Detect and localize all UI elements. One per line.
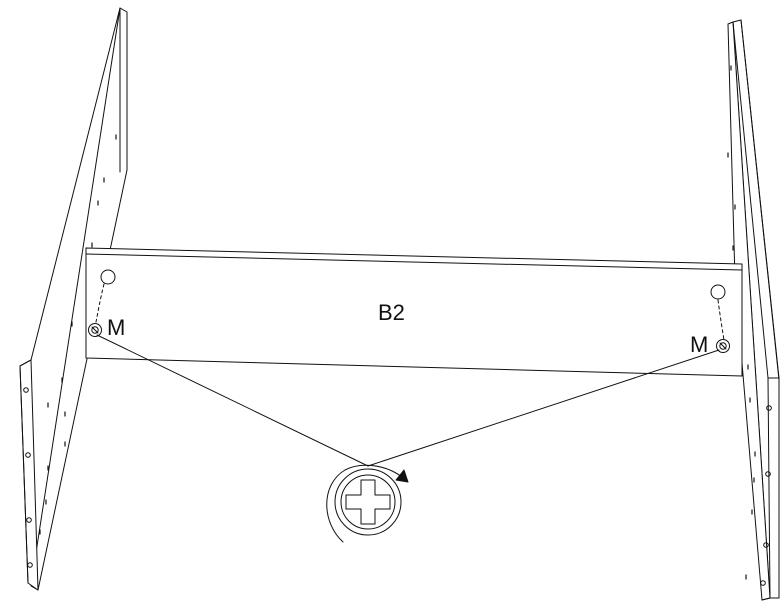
fastener-label-right: M (690, 332, 708, 357)
right-panel-pin-marks (727, 65, 756, 580)
left-top-hole (100, 269, 116, 285)
callout-lines (96, 334, 720, 467)
left-dashed-guide (95, 283, 105, 323)
clockwise-arrow-icon (326, 464, 409, 543)
left-panel-holes (23, 387, 33, 568)
left-cam-lock (88, 323, 102, 337)
left-panel-pin-marks (39, 134, 117, 535)
right-side-panel (727, 19, 780, 601)
panel-b2: B2 M M (85, 247, 743, 377)
right-panel-holes (760, 405, 772, 586)
phillips-screwdriver-icon (334, 468, 402, 536)
left-side-panel (19, 7, 128, 591)
right-cam-lock (716, 339, 730, 353)
panel-label: B2 (378, 300, 405, 325)
right-top-hole (710, 284, 726, 300)
fastener-label-left: M (107, 315, 125, 340)
right-dashed-guide (717, 299, 725, 341)
